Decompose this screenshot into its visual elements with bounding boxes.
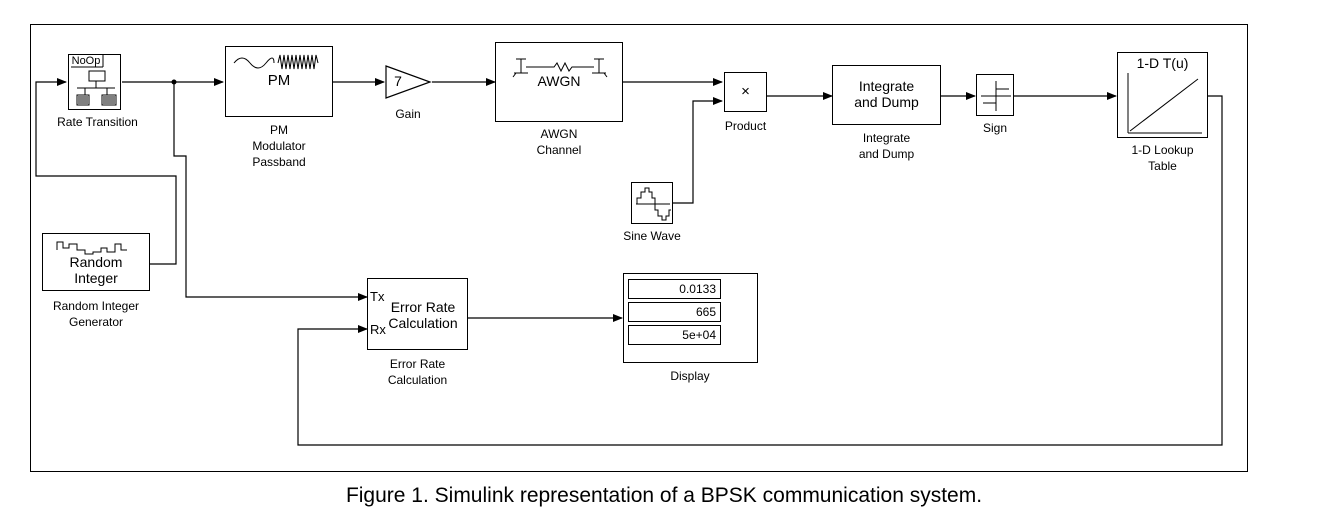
- random-integer-icon: [56, 241, 127, 255]
- wire-random-to-rate: [35, 78, 177, 265]
- sine-wave-label: Sine Wave: [623, 229, 681, 243]
- pm-icon-text: PM: [267, 72, 291, 89]
- integrate-dump-label: Integrate and Dump: [858, 131, 915, 161]
- rate-transition-icon-text: NoOp: [71, 55, 101, 67]
- lookup-line-icon: [1127, 73, 1202, 134]
- display-value-symbols: 5e+04: [628, 325, 721, 345]
- rate-transition-icon: [71, 55, 117, 106]
- integrate-dump-icon-text: Integrate and Dump: [854, 78, 919, 110]
- wire-sine-to-product: [673, 97, 723, 204]
- figure-caption: Figure 1. Simulink representation of a B…: [345, 484, 983, 507]
- sign-label: Sign: [982, 121, 1008, 135]
- error-rate-block[interactable]: Tx Rx Error Rate Calculation: [367, 278, 468, 350]
- awgn-icon-text: AWGN: [537, 73, 581, 89]
- random-integer-block[interactable]: Random Integer: [42, 233, 150, 291]
- lookup-icon-text: 1-D T(u): [1136, 55, 1189, 71]
- error-rate-label: Error Rate Calculation: [387, 357, 448, 387]
- display-value-errors: 665: [628, 302, 721, 322]
- product-label: Product: [724, 119, 767, 133]
- gain-block[interactable]: [384, 64, 434, 100]
- display-value-ber: 0.0133: [628, 279, 721, 299]
- pm-modulator-block[interactable]: PM: [225, 46, 333, 117]
- product-block[interactable]: ×: [724, 72, 767, 112]
- lookup-table-label: 1-D Lookup Table: [1131, 143, 1194, 173]
- rate-transition-block[interactable]: NoOp: [68, 54, 121, 110]
- error-rate-icon-text: Error Rate Calculation: [388, 299, 458, 331]
- lookup-table-block[interactable]: 1-D T(u): [1117, 52, 1208, 138]
- branch-point: [171, 79, 177, 85]
- awgn-block[interactable]: AWGN: [495, 42, 623, 122]
- wire-branch-to-tx: [173, 82, 368, 301]
- awgn-label: AWGN Channel: [536, 127, 582, 157]
- rate-transition-label: Rate Transition: [57, 115, 138, 129]
- integrate-dump-block[interactable]: Integrate and Dump: [832, 65, 941, 125]
- gain-label: Gain: [395, 107, 421, 121]
- random-integer-label: Random Integer Generator: [52, 299, 140, 329]
- diagram-frame: [30, 24, 1248, 472]
- pm-modulator-label: PM Modulator Passband: [252, 123, 306, 169]
- wire-lookup-to-rx: [297, 95, 1223, 446]
- error-rate-tx-port: Tx: [370, 289, 385, 304]
- sine-wave-icon: [636, 187, 671, 221]
- sign-function-icon: [981, 81, 1011, 111]
- error-rate-rx-port: Rx: [370, 322, 386, 337]
- random-integer-icon-text: Random Integer: [69, 254, 123, 286]
- gain-value: 7: [394, 73, 402, 89]
- display-label: Display: [670, 369, 710, 383]
- awgn-channel-icon: [512, 58, 608, 78]
- sign-block[interactable]: [976, 74, 1014, 116]
- product-icon-text: ×: [741, 83, 750, 100]
- pm-waveform-icon: [233, 54, 319, 70]
- sine-wave-block[interactable]: [631, 182, 673, 224]
- display-block[interactable]: 0.0133 665 5e+04: [623, 273, 758, 363]
